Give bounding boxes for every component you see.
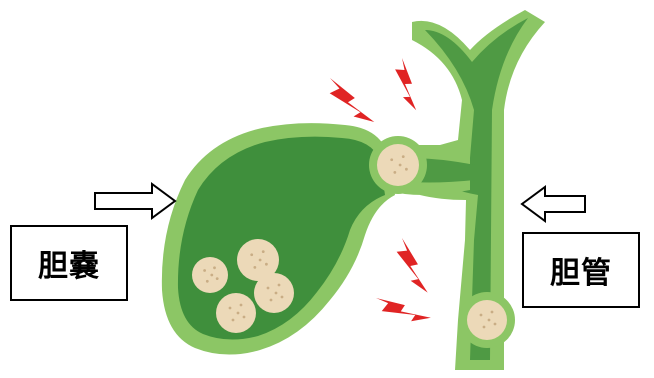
stone-texture: [275, 292, 278, 295]
gallstone-icon: [192, 257, 228, 293]
lightning-pain-icon: [384, 57, 431, 110]
gallstone-icon: [467, 300, 507, 340]
lightning-pain-icon: [327, 72, 374, 129]
stone-texture: [265, 263, 268, 266]
gallstone-icon: [254, 273, 294, 313]
stone-texture: [494, 323, 497, 326]
stone-texture: [278, 284, 281, 287]
stone-texture: [405, 168, 408, 171]
stone-texture: [402, 155, 405, 158]
stone-texture: [262, 250, 265, 253]
gallbladder: [162, 123, 395, 354]
stone-texture: [206, 280, 209, 283]
stone-texture: [253, 266, 256, 269]
stone-texture: [232, 319, 235, 322]
stone-texture: [243, 316, 246, 319]
stone-texture: [213, 266, 216, 269]
gallbladder-label: 胆嚢: [10, 225, 128, 301]
stone-texture: [399, 164, 402, 167]
stone-texture: [237, 312, 240, 315]
stone-texture: [210, 274, 213, 277]
stone-texture: [483, 326, 486, 329]
stone-texture: [250, 253, 253, 256]
stone-texture: [203, 269, 206, 272]
bile-duct-label: 胆管: [522, 232, 640, 308]
stone-texture: [488, 319, 491, 322]
lightning-pain-icon: [391, 237, 437, 292]
right-arrow-icon: [95, 184, 175, 218]
stone-texture: [270, 299, 273, 302]
gallstone-icon: [216, 293, 256, 333]
stone-texture: [216, 277, 219, 280]
stone-texture: [240, 304, 243, 307]
stone-texture: [393, 171, 396, 174]
stone-texture: [267, 287, 270, 290]
stone-texture: [281, 296, 284, 299]
stone-texture: [390, 158, 393, 161]
stone-texture: [491, 311, 494, 314]
left-arrow-icon: [522, 187, 585, 221]
stone-texture: [229, 307, 232, 310]
stone-texture: [480, 314, 483, 317]
gallstone-icon: [377, 144, 419, 186]
stone-texture: [259, 259, 262, 262]
